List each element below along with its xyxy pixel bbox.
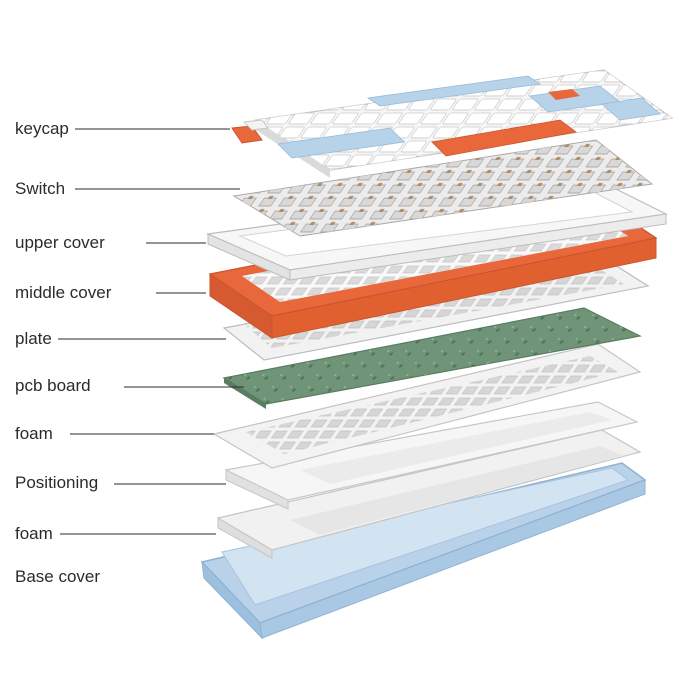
middle-cover-label: middle cover [15, 283, 112, 302]
switches-shape [232, 139, 654, 237]
pcb-board-shape [222, 307, 642, 409]
bottom-foam-label: foam [15, 524, 53, 543]
pcb-board-label: pcb board [15, 376, 91, 395]
top-foam-label: foam [15, 424, 53, 443]
base-cover-label: Base cover [15, 567, 101, 586]
upper-cover-label: upper cover [15, 233, 105, 252]
plate-label: plate [15, 329, 52, 348]
top-foam-shape [212, 343, 642, 469]
switch-label: Switch [15, 179, 66, 198]
leader-lines [58, 128, 244, 535]
upper-cover-shape [205, 179, 668, 281]
keycaps-shape [231, 69, 674, 178]
bottom-foam-shape [216, 429, 642, 559]
positioning-label: Positioning [15, 473, 99, 492]
base-cover-shape [200, 462, 647, 640]
keycap-label: keycap [15, 119, 69, 138]
positioning-shape [224, 401, 639, 510]
